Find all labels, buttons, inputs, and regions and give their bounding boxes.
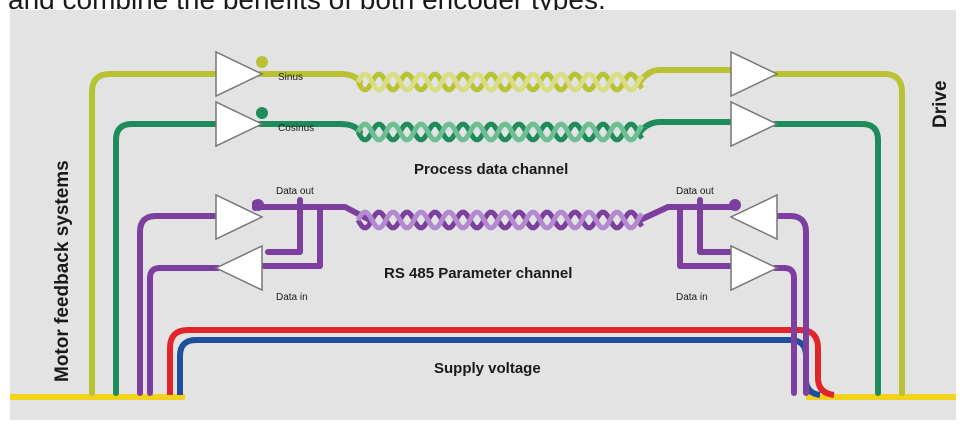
- cosinus-label: Cosinus: [278, 123, 314, 134]
- amp-sinus-left: [215, 50, 264, 98]
- rs485-wiring: [137, 197, 809, 396]
- junction-dots: [252, 56, 741, 211]
- drive-label: Drive: [930, 80, 951, 128]
- data-in-right-label: Data in: [676, 292, 708, 303]
- process-channel-label: Process data channel: [414, 161, 568, 178]
- data-out-right-label: Data out: [676, 186, 714, 197]
- cosinus-wiring: [113, 109, 881, 396]
- amp-datain-left: [214, 244, 263, 292]
- rs485-channel-label: RS 485 Parameter channel: [384, 265, 572, 282]
- twisted-pair-sinus: [355, 71, 645, 93]
- amp-datain-right: [730, 244, 779, 292]
- sinus-wiring: [89, 67, 905, 396]
- amp-cosinus-left: [215, 100, 264, 148]
- data-out-left-label: Data out: [276, 186, 314, 197]
- data-in-left-label: Data in: [276, 292, 308, 303]
- twisted-pair-cosinus: [355, 121, 645, 143]
- supply-voltage-label: Supply voltage: [434, 360, 541, 377]
- amp-cosinus-right: [730, 100, 779, 148]
- amp-sinus-right: [730, 50, 779, 98]
- sinus-label: Sinus: [278, 72, 303, 83]
- motor-feedback-label: Motor feedback systems: [52, 160, 73, 382]
- amplifiers: [214, 50, 779, 292]
- supply-positive-line: [167, 327, 835, 398]
- amp-dataout-left: [215, 193, 264, 241]
- amp-dataout-right: [729, 193, 778, 241]
- twisted-pair-rs485: [355, 209, 645, 231]
